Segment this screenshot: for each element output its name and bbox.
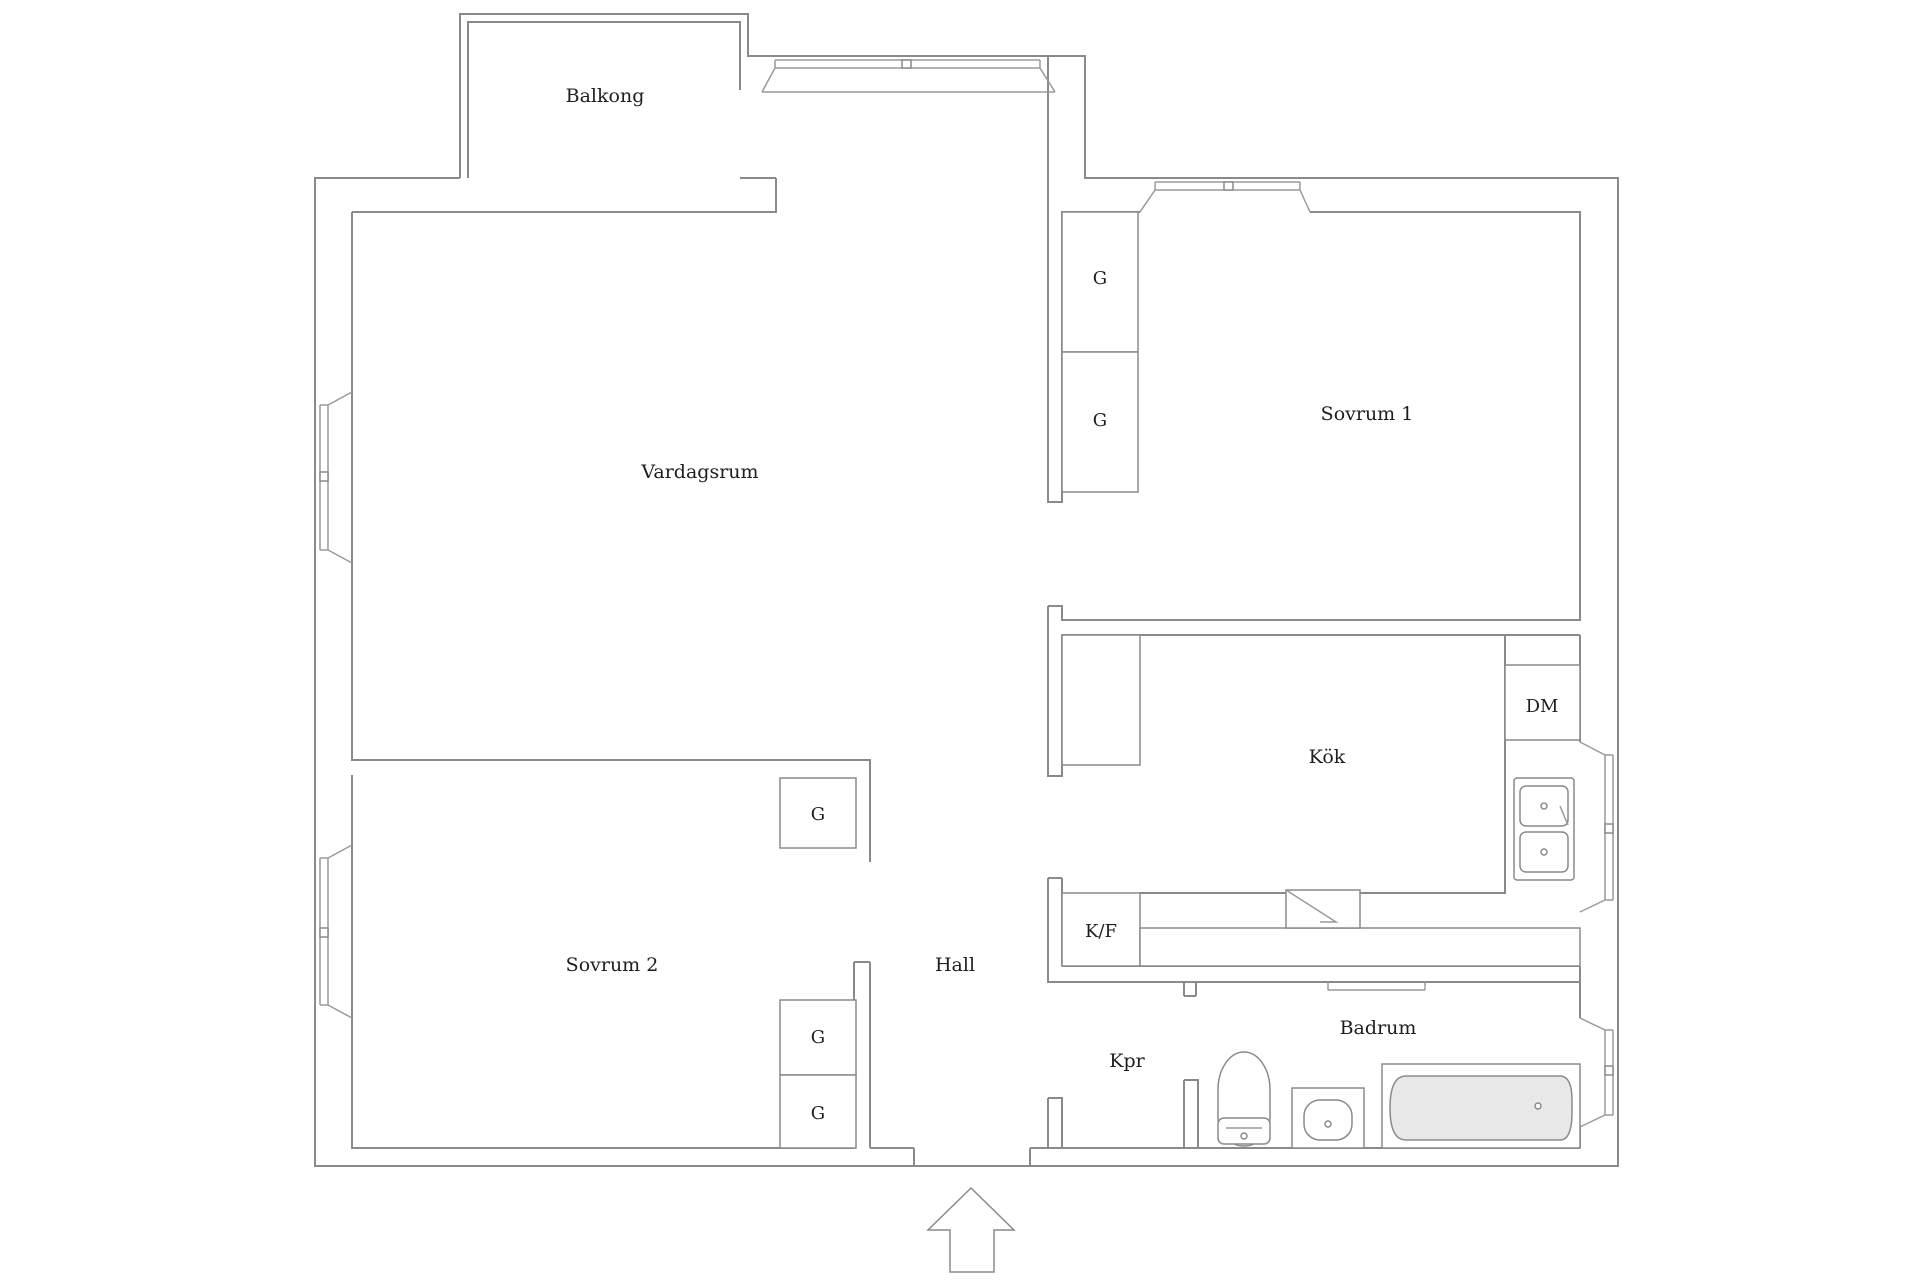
fixture-labels: G G G G G DM K/F: [811, 268, 1559, 1124]
label-dishwasher: DM: [1526, 696, 1559, 717]
wardrobes: [779, 211, 1581, 1149]
kitchen-counter: [1139, 927, 1581, 967]
kitchen-cabinet: [1061, 634, 1141, 766]
fridge-freezer-unit: [1061, 892, 1141, 967]
label-bathroom: Badrum: [1340, 1017, 1417, 1039]
toilet-icon: [1217, 1051, 1271, 1147]
label-fridge-freezer: K/F: [1085, 921, 1117, 942]
wardrobe-bedroom1-a: [1061, 211, 1139, 353]
label-bedroom-1: Sovrum 1: [1321, 403, 1414, 425]
wardrobe-bedroom2-c: [779, 1074, 857, 1149]
stove-icon: [1285, 889, 1361, 929]
bathtub-icon: [1381, 1063, 1581, 1149]
wardrobe-bedroom2-a: [779, 777, 857, 849]
label-wardrobe-5: G: [811, 1103, 825, 1124]
label-kitchen: Kök: [1309, 746, 1346, 768]
label-wardrobe-3: G: [811, 804, 825, 825]
wardrobe-bedroom1-b: [1061, 351, 1139, 493]
dishwasher-unit: [1504, 664, 1581, 741]
exterior-walls: [314, 13, 1619, 1167]
label-wardrobe-4: G: [811, 1027, 825, 1048]
label-closet: Kpr: [1109, 1050, 1145, 1072]
wardrobe-bedroom2-b: [779, 999, 857, 1076]
label-balcony: Balkong: [566, 85, 645, 107]
label-wardrobe-1: G: [1093, 268, 1107, 289]
label-living-room: Vardagsrum: [640, 461, 758, 483]
label-bedroom-2: Sovrum 2: [566, 954, 659, 976]
entrance-arrow-icon: [926, 1186, 1016, 1273]
room-labels: Balkong Vardagsrum Sovrum 1 Sovrum 2 Kök…: [566, 85, 1417, 1072]
double-sink-icon: [1513, 777, 1575, 881]
label-hall: Hall: [935, 954, 975, 976]
label-wardrobe-2: G: [1093, 410, 1107, 431]
washbasin-icon: [1291, 1087, 1365, 1149]
